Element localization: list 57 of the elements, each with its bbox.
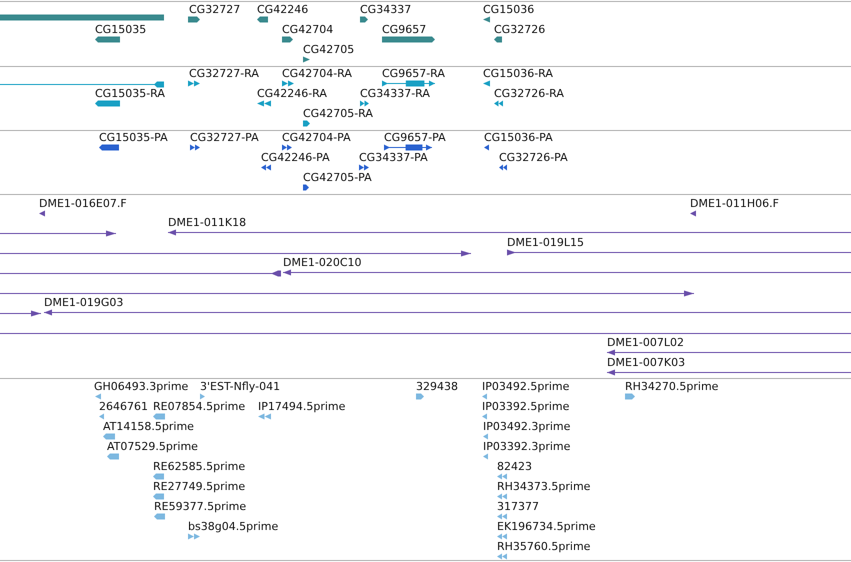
feature-label: DME1-019G03 bbox=[44, 296, 124, 309]
feature-label: RE59377.5prime bbox=[154, 500, 246, 513]
feature-label: RH34270.5prime bbox=[625, 380, 718, 393]
feature-label: CG42705 bbox=[303, 43, 354, 56]
feature-label: CG32726-PA bbox=[499, 151, 568, 164]
feature-label: IP03492.5prime bbox=[482, 380, 570, 393]
feature-label: CG42246 bbox=[257, 3, 308, 16]
feature-label: 329438 bbox=[416, 380, 458, 393]
feature-label: DME1-011K18 bbox=[168, 216, 246, 229]
feature-label: 82423 bbox=[497, 460, 532, 473]
feature-label: IP03392.3prime bbox=[483, 440, 570, 453]
feature-label: IP03392.5prime bbox=[482, 400, 570, 413]
feature-label: IP17494.5prime bbox=[258, 400, 346, 413]
feature-label: DME1-019L15 bbox=[507, 236, 584, 249]
feature-label: 2646761 bbox=[99, 400, 148, 413]
feature-label: RH34373.5prime bbox=[497, 480, 590, 493]
feature-label: CG42705-PA bbox=[303, 171, 372, 184]
feature-label: RE07854.5prime bbox=[153, 400, 246, 413]
feature-label: CG15035-PA bbox=[99, 131, 168, 144]
feature-label: IP03492.3prime bbox=[483, 420, 570, 433]
feature-label: 3'EST-Nfly-041 bbox=[200, 380, 280, 393]
feature-label: AT07529.5prime bbox=[107, 440, 198, 453]
feature-label: GH06493.3prime bbox=[94, 380, 188, 393]
feature-label: CG32727 bbox=[189, 3, 240, 16]
feature-label: CG32727-PA bbox=[190, 131, 259, 144]
feature-label: CG9657-PA bbox=[384, 131, 446, 144]
feature-label: CG34337 bbox=[360, 3, 412, 16]
feature-label: CG34337-RA bbox=[360, 87, 430, 100]
feature-label: 317377 bbox=[497, 500, 539, 513]
feature-label: DME1-007L02 bbox=[607, 336, 684, 349]
feature-label: CG32726 bbox=[494, 23, 546, 36]
feature-label: CG42704-PA bbox=[282, 131, 351, 144]
feature-label: DME1-016E07.F bbox=[39, 197, 127, 210]
feature-label: CG9657-RA bbox=[382, 67, 445, 80]
feature-label: CG15035-RA bbox=[95, 87, 165, 100]
feature-label: DME1-007K03 bbox=[607, 356, 686, 369]
feature-label: CG42704-RA bbox=[282, 67, 352, 80]
feature-label: DME1-011H06.F bbox=[690, 197, 779, 210]
feature-label: DME1-020C10 bbox=[283, 256, 362, 269]
feature-label: CG15036 bbox=[483, 3, 534, 16]
feature-label: CG15035 bbox=[95, 23, 146, 36]
feature-label: CG34337-PA bbox=[359, 151, 428, 164]
feature-label: bs38g04.5prime bbox=[188, 520, 278, 533]
feature-label: RH35760.5prime bbox=[497, 540, 590, 553]
feature-label: CG32727-RA bbox=[189, 67, 259, 80]
feature-label: RE27749.5prime bbox=[153, 480, 246, 493]
feature-label: CG9657 bbox=[382, 23, 426, 36]
feature-label: CG15036-RA bbox=[483, 67, 553, 80]
feature-label: CG42246-RA bbox=[257, 87, 327, 100]
feature-label: AT14158.5prime bbox=[103, 420, 194, 433]
feature-label: EK196734.5prime bbox=[497, 520, 596, 533]
feature-label: CG42704 bbox=[282, 23, 334, 36]
feature-label: RE62585.5prime bbox=[153, 460, 246, 473]
feature-label: CG32726-RA bbox=[494, 87, 564, 100]
feature-label: CG15036-PA bbox=[484, 131, 553, 144]
feature-label: CG42246-PA bbox=[261, 151, 330, 164]
feature-label: CG42705-RA bbox=[303, 107, 373, 120]
